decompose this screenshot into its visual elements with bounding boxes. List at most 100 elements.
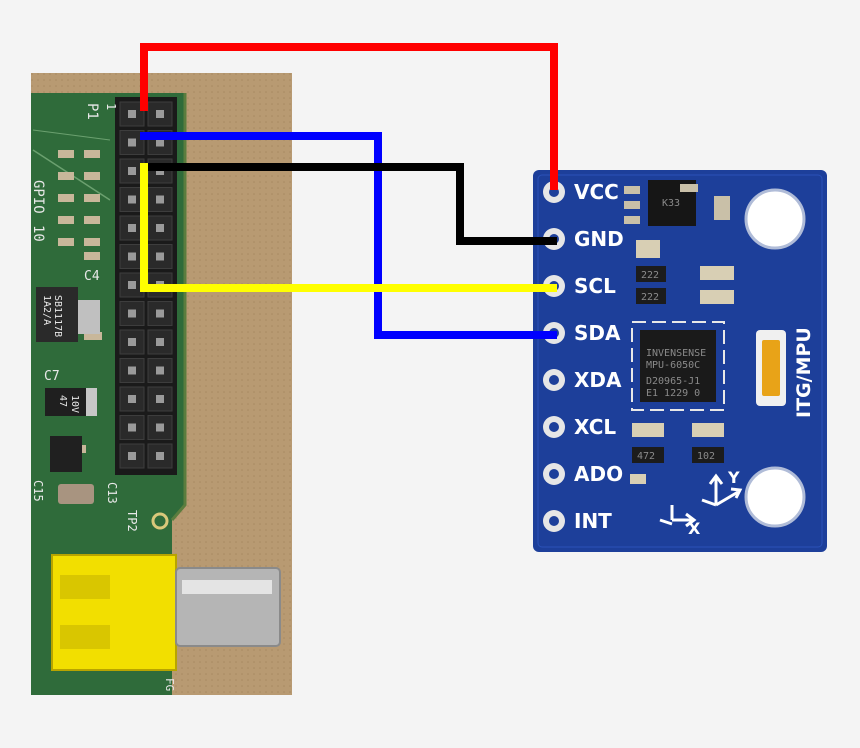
pin-label-gnd: GND bbox=[574, 227, 624, 251]
module-capacitor-body bbox=[762, 340, 780, 396]
header-pin bbox=[156, 452, 164, 460]
axis-y-label: Y bbox=[727, 468, 740, 487]
header-pin bbox=[156, 423, 164, 432]
header-pin bbox=[156, 366, 164, 375]
wire-gnd bbox=[140, 163, 557, 245]
test-point bbox=[151, 512, 169, 530]
wire-vcc bbox=[140, 43, 558, 190]
mounting-hole bbox=[744, 188, 806, 250]
capacitor-marking: 47 bbox=[57, 395, 68, 407]
pin-label-sda: SDA bbox=[574, 321, 621, 345]
mounting-hole bbox=[744, 466, 806, 528]
pin-hole bbox=[549, 469, 559, 479]
capacitor-marking: 10V bbox=[69, 395, 80, 413]
header-pin bbox=[156, 195, 164, 204]
rpi-trace bbox=[32, 129, 111, 141]
smd-components bbox=[52, 150, 102, 504]
pin-label-ado: ADO bbox=[574, 462, 623, 486]
pin-hole bbox=[549, 516, 559, 526]
regulator-tab bbox=[78, 300, 100, 334]
rca-jack-body bbox=[51, 554, 177, 671]
pin-label-int: INT bbox=[574, 509, 612, 533]
header-pin bbox=[128, 366, 136, 375]
silkscreen-bottom: FG bbox=[163, 678, 176, 691]
regulator-marking: 1A2/A bbox=[41, 295, 52, 325]
module-title: ITG/MPU bbox=[793, 327, 815, 418]
resistor-code: 222 bbox=[641, 292, 659, 303]
silkscreen-10: 10 bbox=[30, 225, 46, 242]
pin-label-scl: SCL bbox=[574, 274, 616, 298]
voltage-regulator bbox=[36, 287, 78, 342]
resistor bbox=[636, 288, 666, 304]
rca-jack-highlight bbox=[182, 580, 272, 594]
rca-jack-detail bbox=[60, 575, 110, 599]
wire-sda bbox=[140, 132, 557, 339]
regulator-chip-label: K33 bbox=[662, 198, 680, 209]
resistor bbox=[632, 447, 664, 463]
pin-hole bbox=[549, 422, 559, 432]
module-pcb-inner bbox=[537, 174, 823, 548]
header-pin bbox=[128, 423, 136, 432]
header-pin bbox=[128, 309, 136, 318]
pin-label-vcc: VCC bbox=[574, 180, 619, 204]
resistor bbox=[636, 240, 660, 258]
resistor-code: 472 bbox=[637, 451, 655, 462]
axis-x-label: X bbox=[688, 519, 701, 538]
header-pin bbox=[156, 309, 164, 318]
header-label: P1 bbox=[84, 103, 100, 120]
chip-outline bbox=[631, 321, 725, 411]
resistor-code: 102 bbox=[697, 451, 715, 462]
resistor bbox=[692, 423, 724, 437]
chip-marking: E1 1229 0 bbox=[646, 388, 700, 399]
chip-marking: MPU-6050C bbox=[646, 360, 700, 371]
resistor-code: 222 bbox=[641, 270, 659, 281]
component-label-c15: C15 bbox=[31, 480, 45, 502]
pin-label-xcl: XCL bbox=[574, 415, 616, 439]
header-pin bbox=[128, 167, 136, 175]
header-pin bbox=[156, 138, 164, 147]
pin1-marker: 1 bbox=[104, 103, 118, 110]
module-pins: VCC GND SCL SDA XDA XCL ADO INT bbox=[543, 180, 624, 533]
component-label-c7: C7 bbox=[44, 369, 60, 384]
header-pin-housing bbox=[119, 301, 145, 326]
header-pin bbox=[156, 395, 164, 403]
header-pin bbox=[128, 338, 136, 346]
header-pin bbox=[128, 224, 136, 232]
mpu6050-chip bbox=[640, 330, 716, 402]
resistor bbox=[700, 290, 734, 304]
silkscreen-gpio: GPIO bbox=[30, 180, 46, 214]
resistor bbox=[636, 266, 666, 282]
resistor bbox=[632, 423, 664, 437]
chip-marking: INVENSENSE bbox=[646, 348, 706, 359]
pin-label-xda: XDA bbox=[574, 368, 622, 392]
header-pin bbox=[128, 395, 136, 403]
tantalum-capacitor-end bbox=[86, 388, 97, 416]
rpi-pcb-edge bbox=[170, 93, 187, 521]
resistor bbox=[692, 447, 724, 463]
component-label-c4: C4 bbox=[84, 269, 100, 284]
header-pin bbox=[128, 138, 136, 147]
header-pin bbox=[156, 338, 164, 346]
header-pin-housing bbox=[147, 443, 173, 469]
header-pin bbox=[156, 110, 164, 118]
header-pin bbox=[156, 224, 164, 232]
wire-scl bbox=[140, 163, 557, 292]
header-pin-housing bbox=[119, 386, 145, 412]
wires bbox=[140, 43, 558, 339]
regulator-marking: SB1117B bbox=[52, 295, 63, 337]
resistor bbox=[700, 266, 734, 280]
header-pin bbox=[128, 110, 136, 118]
header-pin bbox=[128, 281, 136, 289]
small-ic bbox=[50, 436, 82, 472]
rca-jack-detail bbox=[60, 625, 110, 649]
component-label-tp2: TP2 bbox=[125, 510, 139, 532]
pin-hole bbox=[549, 375, 559, 385]
rca-jack-barrel bbox=[175, 567, 281, 647]
component-label-c13: C13 bbox=[105, 482, 119, 504]
mpu6050-module: VCC GND SCL SDA XDA XCL ADO INT K33 222 222 INV… bbox=[533, 170, 827, 552]
header-pin bbox=[128, 252, 136, 261]
axis-indicator bbox=[659, 473, 743, 528]
header-pin bbox=[156, 252, 164, 261]
led bbox=[630, 474, 646, 484]
